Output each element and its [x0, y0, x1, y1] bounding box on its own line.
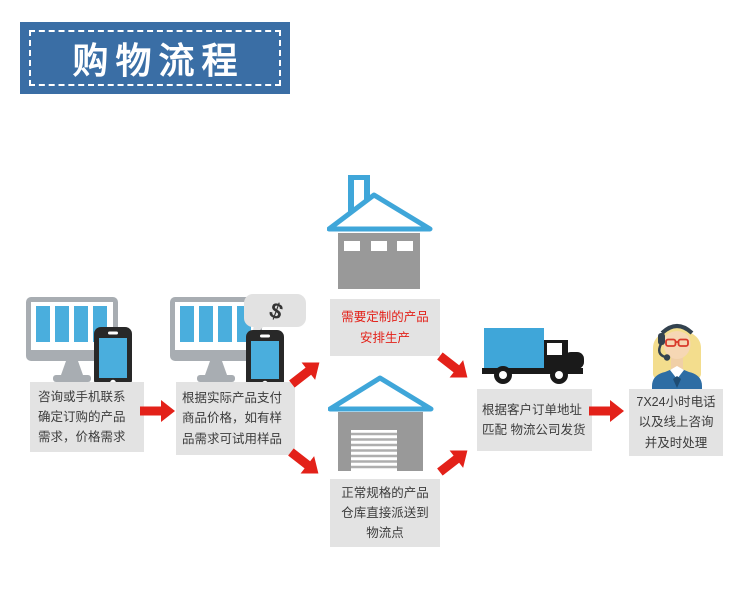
caption-line: 品需求可试用样品: [182, 431, 283, 446]
flow-arrow-right-icon: [140, 400, 175, 422]
caption-line: 咨询或手机联系: [38, 389, 126, 404]
flow-arrow-down-right-icon: [437, 352, 468, 378]
flow-arrow-down-right-icon: [288, 448, 319, 474]
page-title: 购物流程: [29, 30, 281, 86]
payment-caption: 根据实际产品支付 商品价格，如有样 品需求可试用样品: [176, 382, 295, 455]
factory-icon: [327, 175, 433, 289]
flow-arrow-up-right-icon: [437, 450, 468, 476]
warehouse-icon: [328, 375, 434, 471]
factory-caption: 需要定制的产品 安排生产: [330, 299, 440, 356]
caption-line: 匹配 物流公司发货: [482, 423, 586, 437]
caption-line: 确定订购的产品: [38, 409, 126, 424]
flow-arrow-right-icon: [589, 400, 624, 422]
warehouse-caption: 正常规格的产品 仓库直接派送到 物流点: [330, 479, 440, 547]
caption-line: 并及时处理: [644, 435, 708, 450]
caption-line: 以及线上咨询: [638, 415, 714, 430]
page-title-banner: 购物流程: [20, 22, 290, 94]
desktop-and-phone-icon: [26, 297, 132, 387]
caption-line: 安排生产: [359, 330, 410, 345]
caption-line: 根据实际产品支付: [182, 391, 283, 406]
caption-line: 需要定制的产品: [341, 310, 429, 325]
inquiry-caption: 咨询或手机联系 确定订购的产品 需求，价格需求: [30, 382, 144, 452]
caption-line: 需求，价格需求: [38, 430, 126, 445]
caption-line: 物流点: [366, 526, 404, 541]
support-caption: 7X24小时电话 以及线上咨询 并及时处理: [629, 389, 723, 456]
delivery-truck-icon: [482, 328, 584, 384]
caption-line: 仓库直接派送到: [341, 505, 429, 520]
shipping-caption: 根据客户订单地址 匹配 物流公司发货: [477, 389, 592, 451]
flow-arrow-up-right-icon: [289, 362, 320, 388]
support-agent-icon: [652, 324, 702, 396]
caption-line: 根据客户订单地址: [482, 402, 583, 417]
caption-line: 正常规格的产品: [341, 485, 429, 500]
caption-line: 7X24小时电话: [636, 395, 716, 410]
desktop-phone-dollar-bubble-icon: $: [170, 294, 306, 388]
caption-line: 商品价格，如有样: [182, 411, 283, 426]
